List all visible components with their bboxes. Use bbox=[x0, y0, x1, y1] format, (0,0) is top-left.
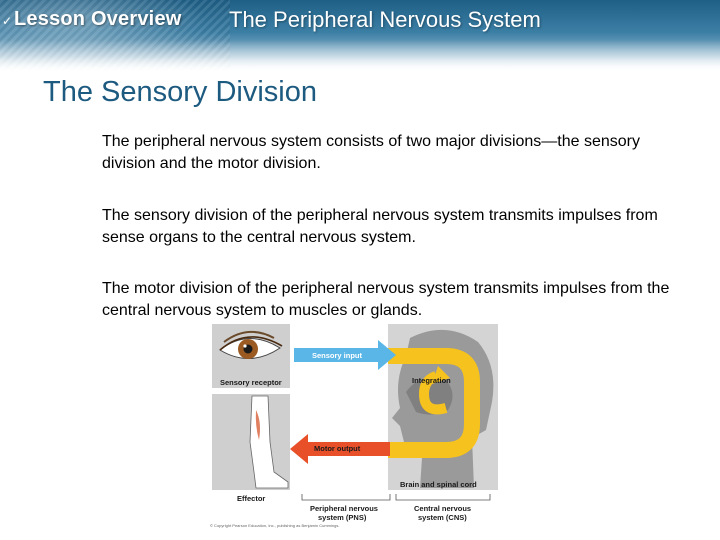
integration-swirl bbox=[418, 371, 448, 415]
diagram-graphic bbox=[212, 324, 498, 501]
paragraph-motor-division: The motor division of the peripheral ner… bbox=[102, 280, 670, 319]
page-title: The Sensory Division bbox=[43, 76, 317, 108]
integration-arrowhead bbox=[432, 366, 450, 384]
label-motor-output: Motor output bbox=[314, 444, 361, 453]
label-pns-line1: Peripheral nervous bbox=[310, 504, 378, 513]
eye-icon bbox=[219, 331, 283, 359]
integration-loop bbox=[388, 348, 480, 458]
label-sensory-receptor: Sensory receptor bbox=[220, 378, 282, 387]
bullet-icon: ✓ bbox=[2, 14, 13, 28]
label-pns-line2: system (PNS) bbox=[318, 513, 367, 522]
label-integration: Integration bbox=[412, 376, 451, 385]
label-cns-line2: system (CNS) bbox=[418, 513, 467, 522]
motor-output-arrow bbox=[290, 434, 390, 464]
label-cns-line1: Central nervous bbox=[414, 504, 472, 513]
section-title: The Peripheral Nervous System bbox=[229, 7, 541, 32]
lesson-label: Lesson Overview bbox=[14, 8, 182, 30]
pns-bracket bbox=[301, 494, 391, 501]
sensory-input-arrow bbox=[294, 340, 396, 370]
leg-icon bbox=[249, 395, 289, 489]
label-sensory-input: Sensory input bbox=[312, 351, 363, 360]
paragraph-sensory-division: The sensory division of the peripheral n… bbox=[102, 207, 658, 246]
label-brain-spinal-cord: Brain and spinal cord bbox=[400, 480, 477, 489]
diagram-credit: © Copyright Pearson Education, Inc., pub… bbox=[210, 523, 340, 528]
cns-bracket bbox=[395, 494, 491, 501]
paragraph-divisions: The peripheral nervous system consists o… bbox=[102, 133, 640, 172]
nervous-system-diagram: Sensory input Sensory receptor Integrati… bbox=[210, 322, 510, 530]
header-banner: ✓ Lesson Overview The Peripheral Nervous… bbox=[0, 0, 720, 72]
banner-fade bbox=[0, 40, 720, 72]
label-effector: Effector bbox=[237, 494, 266, 503]
